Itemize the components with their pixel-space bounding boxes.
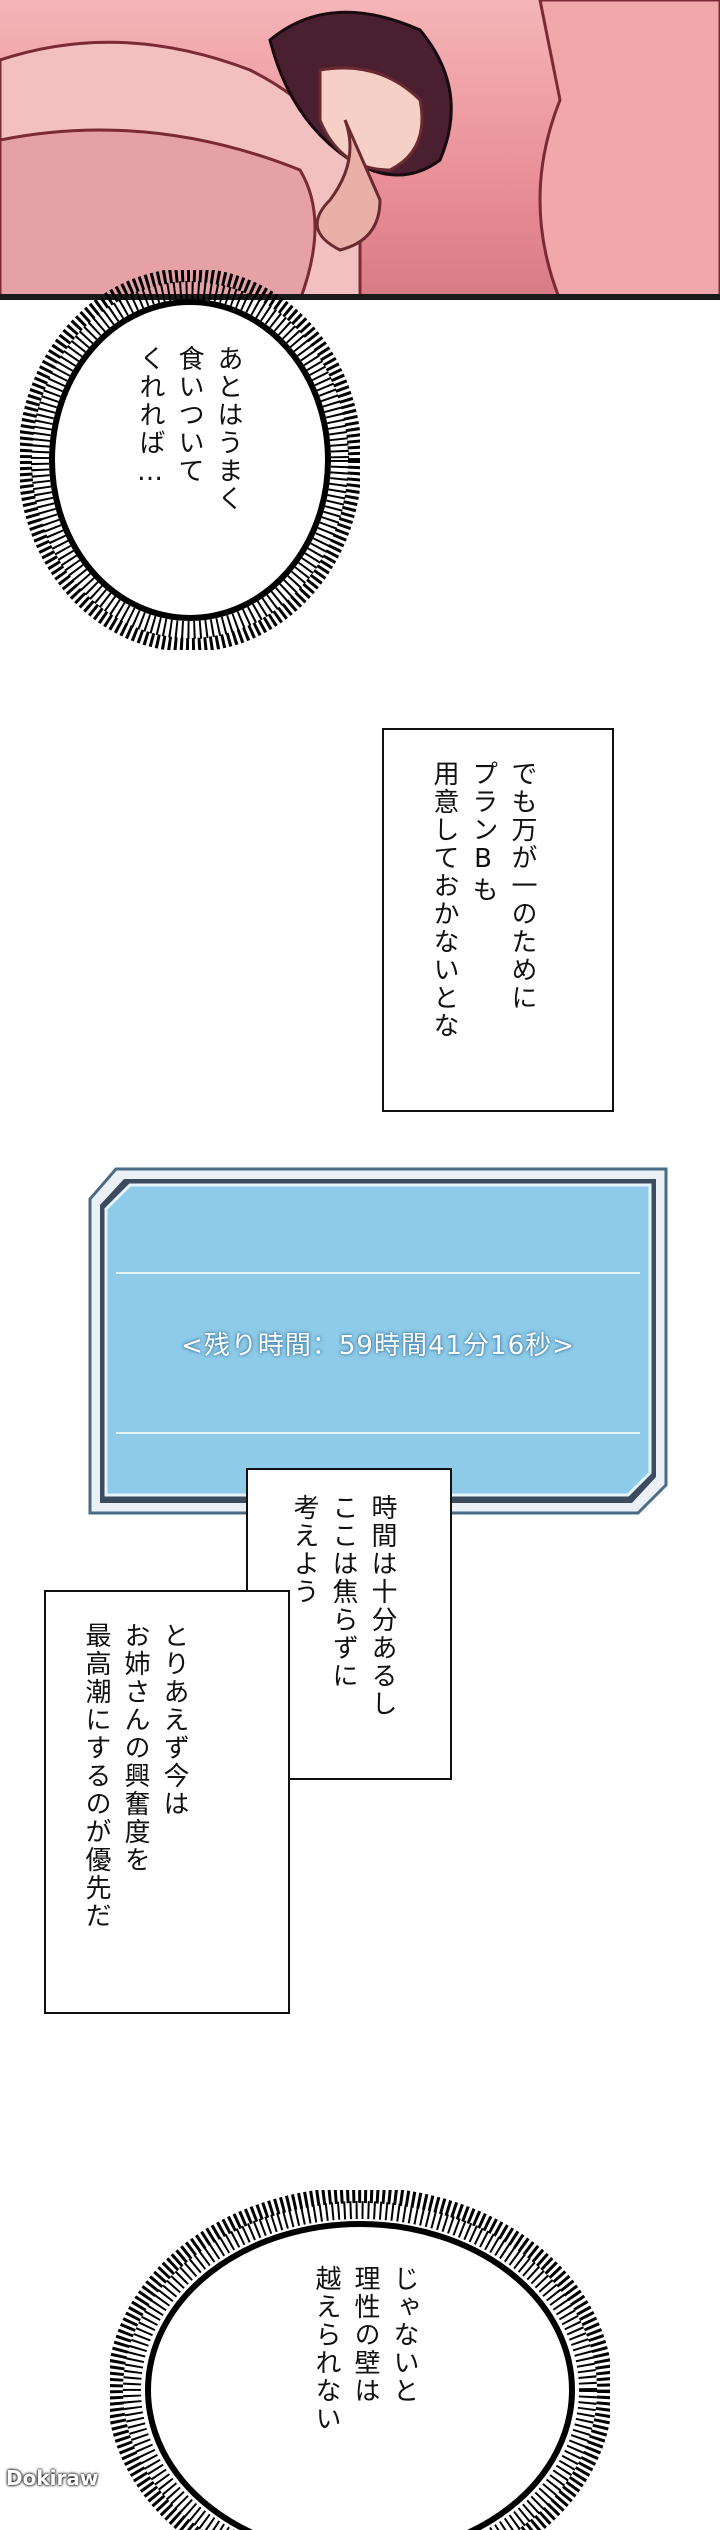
burst-bubble-shape xyxy=(20,270,360,650)
narration-text-2: 時間は十分あるし ここは焦らずに 考えよう xyxy=(289,1494,397,1718)
burst-bubble-bottom: じゃないと 理性の壁は 越えられない xyxy=(110,2190,610,2530)
watermark-text: Dokiraw xyxy=(6,2466,99,2490)
panel-artwork xyxy=(0,0,720,300)
system-window: <残り時間：59時間41分16秒> xyxy=(86,1165,670,1517)
burst-bubble-shape-bottom xyxy=(110,2190,610,2530)
burst-text-top: あとはうまく 食いついて くれれば… xyxy=(135,345,243,513)
remaining-time-text: <残り時間：59時間41分16秒> xyxy=(181,1331,575,1361)
burst-bubble-top: あとはうまく 食いついて くれれば… xyxy=(20,270,360,650)
narration-box-1: でも万が一のために プランBも 用意しておかないとな xyxy=(382,728,614,1112)
narration-text-3: とりあえず今は お姉さんの興奮度を 最高潮にするのが優先だ xyxy=(81,1622,189,1930)
narration-box-3: とりあえず今は お姉さんの興奮度を 最高潮にするのが優先だ xyxy=(44,1590,290,2014)
manga-panel-illustration xyxy=(0,0,720,300)
narration-text-1: でも万が一のために プランBも 用意しておかないとな xyxy=(429,760,537,1040)
system-window-frame xyxy=(88,1167,668,1515)
burst-text-bottom: じゃないと 理性の壁は 越えられない xyxy=(311,2265,419,2433)
